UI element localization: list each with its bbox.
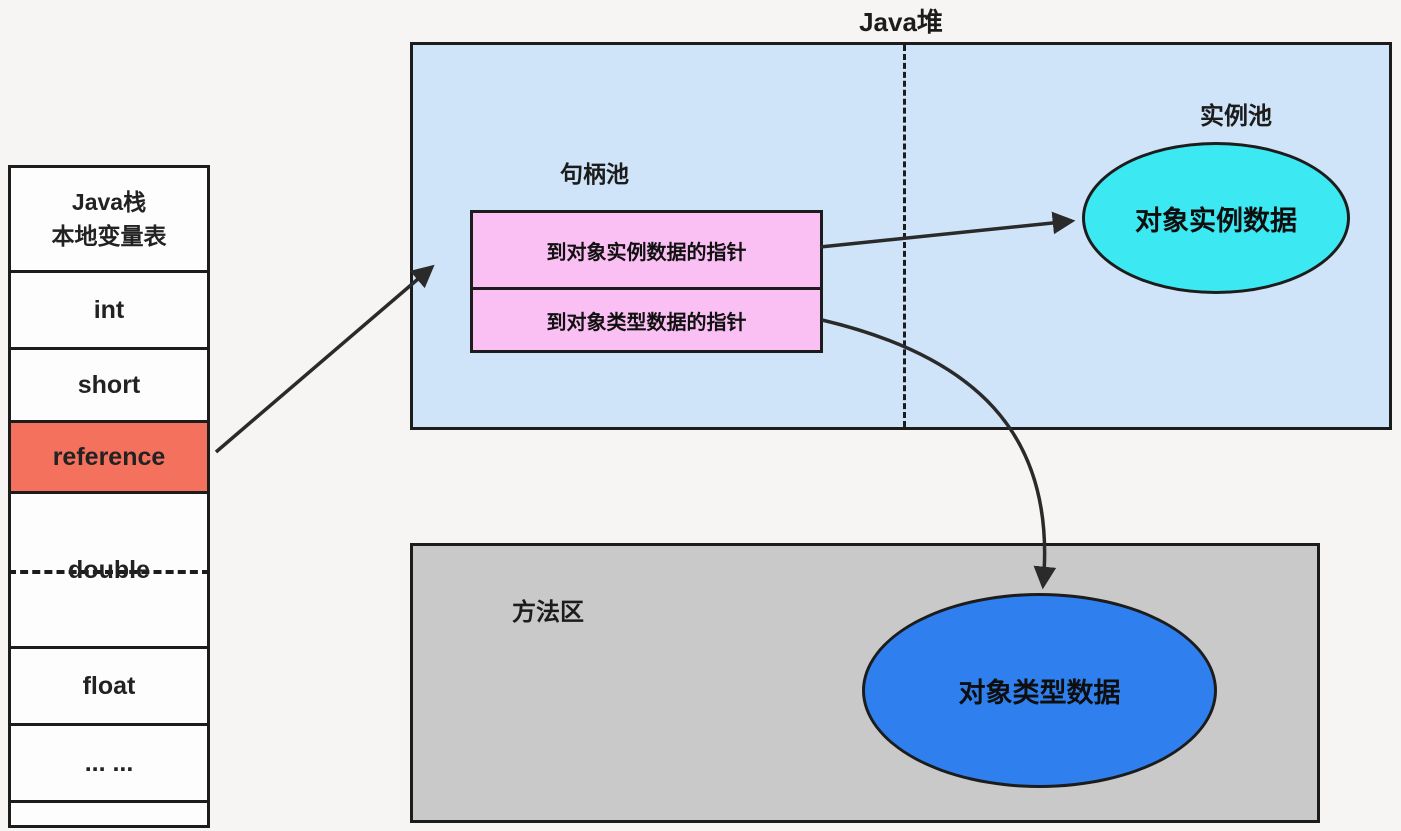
handle-type-pointer-label: 到对象类型数据的指针 (546, 311, 747, 334)
method-area-label: 方法区 (512, 599, 584, 626)
reference-to-handle-arrow (214, 264, 435, 454)
object-instance-data-label: 对象实例数据 (1135, 205, 1297, 236)
heap-dashed-divider (903, 45, 906, 427)
object-type-data-ellipse: 对象类型数据 (862, 593, 1217, 788)
stack-cell-double-label: double (68, 555, 150, 584)
instance-pool-label: 实例池 (1200, 103, 1272, 130)
stack-cell-ellipsis-label: ... ... (84, 748, 134, 777)
stack-cell-short-label: short (77, 370, 141, 399)
stack-cell-reference: reference (11, 423, 207, 494)
handle-pool-label: 句柄池 (560, 161, 629, 187)
handle-instance-pointer-cell: 到对象实例数据的指针 (473, 213, 820, 290)
stack-cell-float: float (11, 649, 207, 726)
stack-header-line2: 本地变量表 (51, 223, 167, 249)
handle-type-pointer-cell: 到对象类型数据的指针 (473, 290, 820, 350)
stack-cell-reference-label: reference (52, 442, 166, 471)
handle-pool-table: 到对象实例数据的指针 到对象类型数据的指针 (470, 210, 823, 353)
stack-cell-float-label: float (82, 671, 136, 700)
stack-cell-double: double (8, 494, 210, 649)
stack-header-line1: Java栈 (71, 188, 147, 215)
java-stack-table: Java栈 本地变量表 int short reference double f… (8, 165, 210, 828)
stack-cell-short: short (11, 350, 207, 423)
double-slot-dashed-line (8, 570, 210, 574)
heap-title: Java堆 (859, 7, 943, 37)
object-instance-data-ellipse: 对象实例数据 (1082, 142, 1350, 294)
stack-table-header: Java栈 本地变量表 (11, 168, 207, 273)
stack-cell-int-label: int (93, 295, 125, 324)
stack-cell-ellipsis: ... ... (11, 726, 207, 803)
handle-instance-pointer-label: 到对象实例数据的指针 (546, 241, 747, 264)
stack-cell-empty (11, 803, 207, 825)
object-type-data-label: 对象类型数据 (958, 678, 1121, 708)
stack-cell-int: int (11, 273, 207, 350)
